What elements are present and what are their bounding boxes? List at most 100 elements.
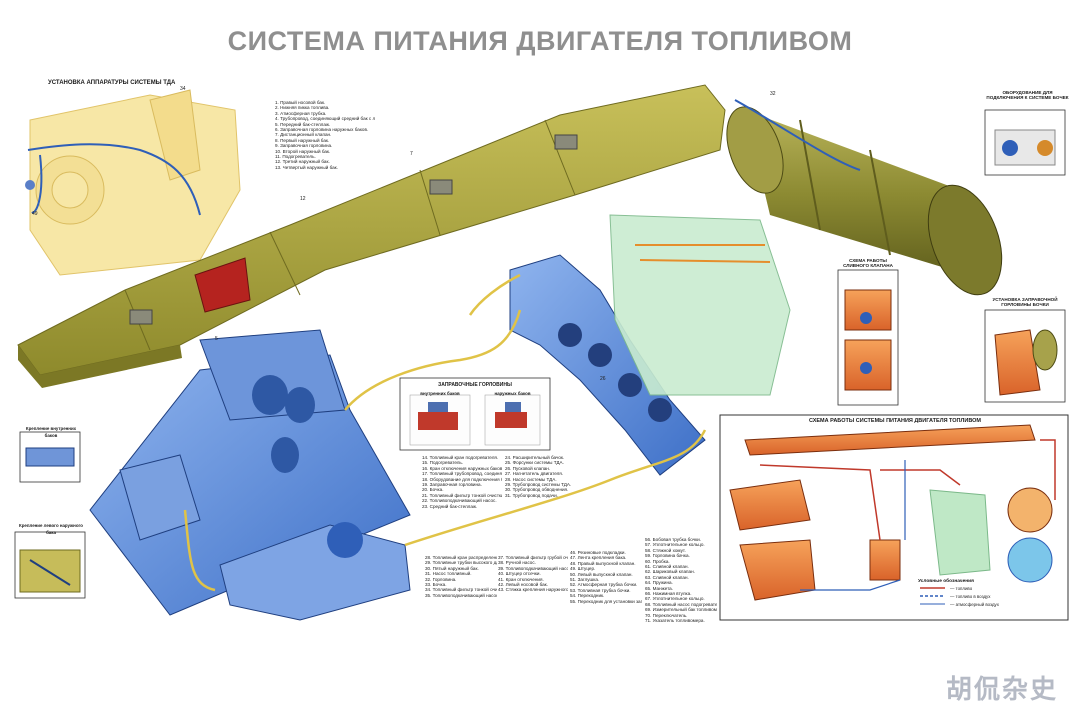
list-item: 3. Атмосферная трубка. [275,110,327,116]
list-item: 49. Штуцер. [570,566,596,572]
list-item: 33. Бочка. [425,582,447,588]
list-item: 2. Нижняя пикка топлива. [275,105,330,111]
parts-list-col5: 46. Резиновые подкладки. 47. Лента крепл… [570,550,642,604]
list-item: 62. Шариковый клапан. [645,569,695,575]
parts-list-col4: 37. Топливный фильтр грубой очистки. 38.… [498,555,568,593]
list-item: 8. Первый наружный бак. [275,137,330,143]
list-item: 40. Штуцер отсечки. [498,571,541,577]
list-item: 30. Трубопровод обводнения. [505,487,569,493]
svg-text:34: 34 [180,86,186,92]
list-item: 13. Четвертый наружный бак. [275,164,338,170]
list-item: 11. Подогреватель. [275,154,316,160]
label-scheme-title: СХЕМА РАБОТЫ СИСТЕМЫ ПИТАНИЯ ДВИГАТЕЛЯ Т… [808,418,982,424]
list-item: 58. Стяжной хомут. [645,547,686,553]
list-item: 60. Пробка. [645,558,670,564]
list-item: 71. Указатель топливомера. [645,618,705,624]
svg-text:26: 26 [600,376,606,382]
list-item: 57. Уплотнительное кольцо. [645,542,705,548]
list-item: 69. Измерительный бак топливомера. [645,607,717,613]
list-item: 12. Третий наружный бак. [275,159,330,165]
list-item: 18. Оборудование для подключения бочек. [422,476,502,482]
parts-list-col3: 28. Топливный кран распределения. 29. То… [425,555,497,598]
drain-valve-inset [837,269,899,406]
watermark: 胡侃杂史 [945,675,1058,705]
list-item: 27. Нагнетатель двигателя. [505,471,564,477]
parts-list-top: 1. Правый носовой бак. 2. Нижняя пикка т… [275,100,375,170]
list-item: 25. Форсунки системы ТДА. [505,460,564,466]
front-tank-mount-inset [14,531,86,599]
list-item: 41. Кран отключения. [498,576,544,582]
label-filler-necks: ЗАПРАВОЧНЫЕ ГОРЛОВИНЫ [438,382,512,388]
list-item: 5. Передний бак-стеллаж. [275,121,331,127]
list-item: 66. Нажимная втулка. [645,591,692,597]
engine-illustration [609,214,791,396]
list-item: 54. Переходник. [570,593,605,599]
list-item: 46. Резиновые подкладки. [570,550,626,555]
list-item: 59. Горловина бачка. [645,553,690,559]
legend-key-fuel-air: — топливо в воздух [950,594,991,599]
callout-numbers: 34 49 32 7 12 26 5 [32,86,776,382]
list-item: 67. Уплотнительное кольцо. [645,596,705,602]
legend-key-fuel: — топливо [950,586,973,591]
list-item: 26. Пусковой клапан. [505,465,551,471]
label-barrel-neck: УСТАНОВКА ЗАПРАВОЧНОЙ ГОРЛОВИНЫ БОЧКИ [992,297,1058,308]
label-barrels-equip: ОБОРУДОВАНИЕ ДЛЯ ПОДКЛЮЧЕНИЯ К СИСТЕМЕ Б… [986,90,1069,101]
list-item: 39. Топливоподкачивающий насос. [498,565,568,571]
label-inner-mount: Крепление внутренних баков [25,426,77,438]
parts-list-col6: 56. Бобовая трубка бочки. 57. Уплотнител… [645,537,717,624]
svg-text:7: 7 [410,151,413,157]
list-item: 51. Заглушка. [570,577,600,583]
list-item: 28. Топливный кран распределения. [425,555,497,560]
list-item: 35. Топливоподкачивающий насос. [425,592,497,598]
fuel-scheme-panel [719,414,1069,621]
list-item: 34. Топливный фильтр тонкой очистки. [425,587,497,593]
list-item: 64. Пружина. [645,580,673,586]
page-title: СИСТЕМА ПИТАНИЯ ДВИГАТЕЛЯ ТОПЛИВОМ [227,26,853,56]
list-item: 9. Заправочная горловина. [275,143,333,149]
label-outer-tanks: наружных баков [494,391,531,396]
tda-engine-illustration [25,89,241,276]
middle-tank-rack [509,254,706,476]
barrel-neck-inset [984,309,1066,403]
list-item: 61. Сливной клапан. [645,564,689,570]
inner-mount-inset [19,431,81,483]
list-item: 56. Бобовая трубка бочки. [645,537,701,542]
list-item: 16. Кран отключения наружных баков. [422,465,502,471]
list-item: 30. Пятый наружный бак. [425,565,479,571]
list-item: 29. Топливные трубки высокого давления. [425,560,497,566]
list-item: 4. Трубопровод, соединяющий средний бак … [275,116,375,122]
label-tda-install: УСТАНОВКА АППАРАТУРЫ СИСТЕМЫ ТДА [48,80,176,86]
list-item: 21. Топливный фильтр тонкой очистки. [422,492,502,498]
list-item: 20. Бочка. [422,487,444,493]
list-item: 31. Насос топливный. [425,571,472,577]
svg-text:32: 32 [770,91,776,97]
lower-tank [219,522,411,621]
barrels-equip-inset [984,109,1066,176]
list-item: 55. Переходник для установки заправочной… [570,598,642,604]
list-item: 14. Топливный кран подогревателя. [422,455,499,460]
legend-keys: — топливо — топливо в воздух — атмосферн… [950,585,1060,609]
filler-necks-inset [399,377,551,451]
label-legend-title: Условные обозначения [918,579,974,584]
list-item: 37. Топливный фильтр грубой очистки. [498,555,568,560]
list-item: 15. Подогреватель. [422,460,464,466]
svg-text:49: 49 [32,211,38,217]
list-item: 48. Правый выпускной клапан. [570,560,636,566]
list-item: 68. Топливный насос подогревателя. [645,601,717,607]
list-item: 1. Правый носовой бак. [275,100,326,105]
fuel-pipes [183,273,707,592]
list-item: 17. Топливный трубопровод, соединяющий н… [422,471,502,477]
front-tank-rack [89,329,411,616]
list-item: 42. Левый носовой бак. [498,582,548,588]
parts-list-col1: 14. Топливный кран подогревателя. 15. По… [422,455,502,509]
list-item: 24. Расширительный бачок. [505,455,565,460]
list-item: 47. Лента крепления бака. [570,555,627,561]
list-item: 43. Стяжка крепления наружного бака. [498,587,568,593]
list-item: 63. Сливной клапан. [645,574,689,580]
label-inner-tanks: внутренних баков [420,391,460,396]
list-item: 28. Насос системы ТДА. [505,476,557,482]
list-item: 32. Горловина. [425,576,457,582]
list-item: 31. Трубопровод подачи. [505,492,558,498]
legend-key-air: — атмосферный воздух [950,602,999,607]
